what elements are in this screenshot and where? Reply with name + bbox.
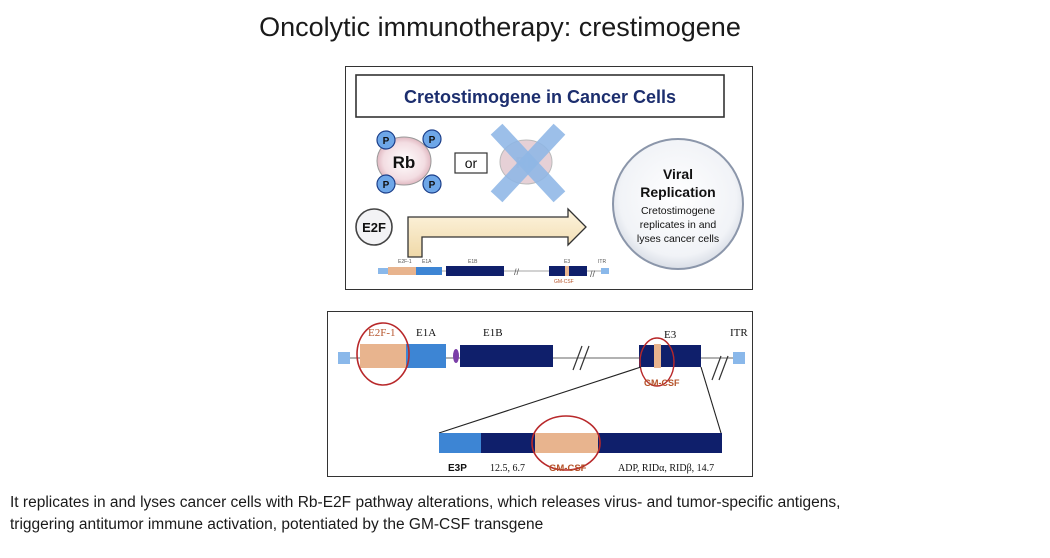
crossed-out-rb: Rb: [490, 123, 566, 203]
viral-replication-node: Viral Replication Cretostimogene replica…: [612, 138, 744, 270]
phospho-label: P: [429, 135, 436, 146]
itr-left-segment: [338, 352, 350, 364]
adp-segment: [598, 433, 722, 453]
e2f1-label: E2F-1: [368, 327, 396, 339]
mini-e1b-label: E1B: [468, 259, 478, 265]
gmcsf-expanded-segment: [535, 433, 598, 453]
e3-label: E3: [664, 329, 677, 341]
phosphorylated-rb: Rb P P P P: [376, 129, 442, 194]
e2f-node: [355, 208, 393, 246]
e3p-segment: [439, 433, 481, 453]
transcription-arrow: [407, 207, 587, 258]
rb-label: Rb: [393, 153, 416, 172]
e1a-label: E1A: [416, 327, 436, 339]
e1b-label: E1B: [483, 327, 503, 339]
genome-map-panel: E2F-1 E1A E1B E3 ITR GM-CSF E3P 12.5, 6.…: [327, 311, 753, 477]
mini-genome-map: // // E2F-1 E1A E1B E3 ITR GM-CSF: [378, 259, 609, 285]
gmcsf-expanded-label: GM-CSF: [549, 463, 587, 474]
zoom-line-left: [438, 366, 642, 434]
e3-segment: [639, 345, 701, 367]
caption-line: triggering antitumor immune activation, …: [10, 516, 544, 533]
e3p-label: E3P: [448, 463, 467, 474]
svg-text://: //: [514, 267, 520, 277]
gmcsf-highlight-circle: [639, 337, 675, 387]
heading-box: [355, 74, 725, 118]
region-12567-label: 12.5, 6.7: [490, 463, 525, 474]
mini-itr-label: ITR: [598, 259, 606, 265]
slide-title: Oncolytic immunotherapy: crestimogene: [259, 12, 741, 42]
viral-text: replicates in and: [640, 219, 717, 231]
viral-title: Replication: [640, 184, 715, 200]
mini-e2f1-label: E2F-1: [398, 259, 412, 265]
region-12567-segment: [481, 433, 535, 453]
itr-right-segment: [733, 352, 745, 364]
viral-text: lyses cancer cells: [637, 233, 719, 245]
mini-e1a-label: E1A: [422, 259, 432, 265]
marker-oval: [453, 349, 459, 363]
viral-title: Viral: [663, 166, 693, 182]
panel-heading: Cretostimogene in Cancer Cells: [404, 87, 676, 107]
e1a-segment: [406, 344, 446, 368]
itr-label: ITR: [730, 327, 748, 339]
svg-text://: //: [590, 269, 596, 279]
cross-mark: [490, 123, 566, 203]
or-box: [454, 152, 488, 174]
e1b-segment: [460, 345, 553, 367]
mechanism-diagram: Cretostimogene in Cancer Cells Rb P P P …: [355, 74, 744, 285]
phospho-label: P: [429, 180, 436, 191]
caption-line: It replicates in and lyses cancer cells …: [10, 494, 841, 511]
gmcsf-insert: [654, 344, 661, 368]
viral-text: Cretostimogene: [641, 205, 715, 217]
e2f-label: E2F: [362, 220, 386, 235]
adp-label: ADP, RIDα, RIDβ, 14.7: [618, 463, 714, 474]
or-label: or: [465, 155, 478, 171]
mini-gmcsf-label: GM-CSF: [554, 279, 574, 285]
gmcsf-label: GM-CSF: [644, 378, 680, 388]
slide-caption: It replicates in and lyses cancer cells …: [10, 492, 1040, 536]
e2f1-segment: [360, 344, 406, 368]
phospho-label: P: [383, 180, 390, 191]
gmcsf-expanded-highlight: [531, 415, 601, 471]
zoom-line-right: [700, 366, 722, 434]
genome-map-diagram: E2F-1 E1A E1B E3 ITR GM-CSF E3P 12.5, 6.…: [338, 322, 748, 474]
e2f1-highlight-circle: [356, 322, 410, 386]
phospho-label: P: [383, 136, 390, 147]
mini-e3-label: E3: [564, 259, 570, 265]
mechanism-panel: Cretostimogene in Cancer Cells Rb P P P …: [345, 66, 753, 290]
